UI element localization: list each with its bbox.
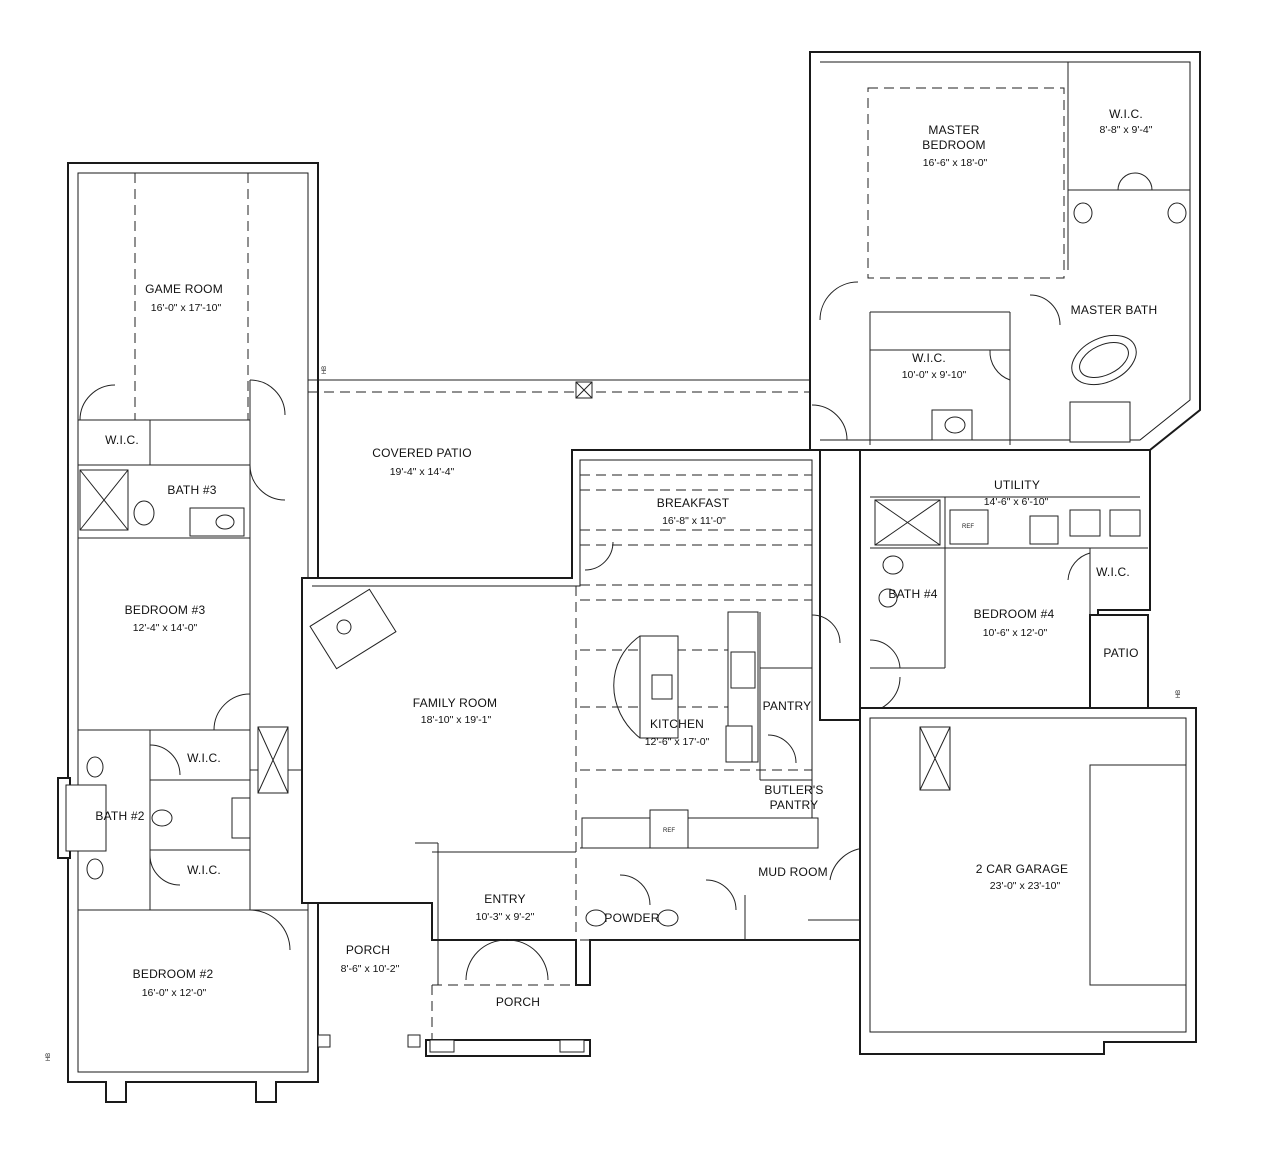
bedroom3-dims: 12'-4" x 14'-0" bbox=[133, 622, 198, 634]
porch-left-label: PORCH bbox=[346, 943, 390, 957]
covered-patio-dims: 19'-4" x 14'-4" bbox=[390, 466, 455, 478]
master-bath-label: MASTER BATH bbox=[1071, 303, 1158, 317]
bath2-label: BATH #2 bbox=[95, 809, 144, 823]
game-room-dims: 16'-0" x 17'-10" bbox=[151, 302, 222, 314]
breakfast-label: BREAKFAST bbox=[657, 496, 730, 510]
hb-label-patio: HB bbox=[322, 366, 328, 374]
master-bedroom-label-1: MASTER bbox=[928, 123, 979, 137]
bedroom2-label: BEDROOM #2 bbox=[133, 967, 214, 981]
master-bedroom-label-2: BEDROOM bbox=[922, 138, 985, 152]
butlers-pantry-label-1: BUTLER'S bbox=[764, 783, 823, 797]
patio-label: PATIO bbox=[1103, 646, 1138, 660]
utility-bedroom4-walls bbox=[859, 449, 1151, 746]
wic-game-label: W.I.C. bbox=[105, 433, 139, 447]
garage-dims: 23'-0" x 23'-10" bbox=[990, 880, 1061, 892]
covered-patio-area bbox=[308, 379, 812, 399]
hb-label-left: HB bbox=[46, 1053, 52, 1061]
center-core-walls bbox=[301, 449, 869, 1057]
room-labels: GAME ROOM 16'-0" x 17'-10" W.I.C. BATH #… bbox=[95, 107, 1157, 1009]
ref-kitchen-label: REF bbox=[663, 828, 675, 834]
wic-b2-bottom-label: W.I.C. bbox=[187, 863, 221, 877]
bedroom4-dims: 10'-6" x 12'-0" bbox=[983, 627, 1048, 639]
entry-dims: 10'-3" x 9'-2" bbox=[476, 911, 535, 923]
appliance-labels: REF REF HB HB HB bbox=[46, 366, 1182, 1061]
covered-patio-label: COVERED PATIO bbox=[372, 446, 472, 460]
breakfast-dims: 16'-8" x 11'-0" bbox=[662, 515, 726, 527]
wic-master-dims: 10'-0" x 9'-10" bbox=[902, 369, 967, 381]
left-wing-walls bbox=[57, 162, 319, 1103]
kitchen-dims: 12'-6" x 17'-0" bbox=[645, 736, 710, 748]
bath3-label: BATH #3 bbox=[167, 483, 216, 497]
powder-label: POWDER bbox=[604, 911, 659, 925]
pantry-label: PANTRY bbox=[763, 699, 812, 713]
hb-label-garage: HB bbox=[1176, 690, 1182, 698]
family-room-dims: 18'-10" x 19'-1" bbox=[421, 714, 492, 726]
wic-master-top-label: W.I.C. bbox=[1109, 107, 1143, 121]
butlers-pantry-label-2: PANTRY bbox=[770, 798, 819, 812]
family-room-label: FAMILY ROOM bbox=[413, 696, 497, 710]
garage-label: 2 CAR GARAGE bbox=[976, 862, 1068, 876]
kitchen-label: KITCHEN bbox=[650, 717, 704, 731]
entry-label: ENTRY bbox=[484, 892, 525, 906]
game-room-label: GAME ROOM bbox=[145, 282, 223, 296]
utility-dims: 14'-6" x 6'-10" bbox=[984, 496, 1049, 508]
mud-room-label: MUD ROOM bbox=[758, 865, 828, 879]
wic-master-top-dims: 8'-8" x 9'-4" bbox=[1100, 124, 1153, 136]
bedroom3-label: BEDROOM #3 bbox=[125, 603, 206, 617]
ref-utility-label: REF bbox=[962, 524, 974, 530]
utility-label: UTILITY bbox=[994, 478, 1040, 492]
porch-front-label: PORCH bbox=[496, 995, 540, 1009]
bath4-label: BATH #4 bbox=[888, 587, 937, 601]
master-suite-walls bbox=[809, 51, 1201, 546]
bedroom2-dims: 16'-0" x 12'-0" bbox=[142, 987, 207, 999]
wic-b4-label: W.I.C. bbox=[1096, 565, 1130, 579]
garage-walls bbox=[859, 707, 1197, 1055]
wic-master-label: W.I.C. bbox=[912, 351, 946, 365]
bedroom4-label: BEDROOM #4 bbox=[974, 607, 1055, 621]
wic-b2-top-label: W.I.C. bbox=[187, 751, 221, 765]
master-bedroom-dims: 16'-6" x 18'-0" bbox=[923, 157, 988, 169]
porch-left-dims: 8'-6" x 10'-2" bbox=[341, 963, 400, 975]
